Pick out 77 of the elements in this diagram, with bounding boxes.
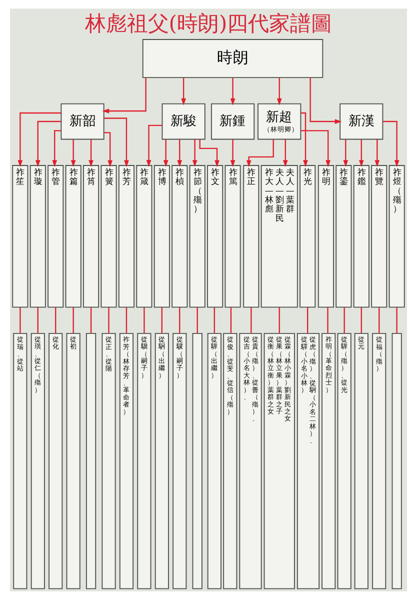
arrow: [146, 124, 162, 167]
arrow: [246, 139, 274, 168]
node-box: 祚篤: [224, 165, 240, 308]
connector: [178, 307, 180, 334]
connector: [230, 307, 232, 334]
node-box: 時朗: [142, 39, 323, 78]
node-box: 祚芳: [118, 165, 134, 308]
connector: [54, 307, 56, 334]
connector: [196, 307, 198, 334]
arrow: [358, 139, 364, 168]
arrow: [230, 78, 235, 106]
node-box: [391, 333, 402, 590]
node-box: 新鍾: [210, 103, 254, 140]
node-box: 祚鎏: [335, 165, 352, 308]
node-box: [85, 333, 96, 590]
arrow: [103, 118, 128, 168]
arrow: [103, 132, 112, 168]
connector: [72, 307, 74, 334]
arrow: [192, 139, 197, 168]
connector: [250, 307, 252, 334]
arrow: [230, 139, 235, 168]
node-box: 祚楨: [171, 165, 188, 308]
connector: [108, 307, 109, 334]
node-box: 祚博: [153, 165, 170, 308]
node-box: 祚煜（殤）: [388, 165, 404, 308]
node-box: 祚光: [299, 165, 316, 308]
node-box: 新駿: [161, 103, 205, 140]
connector: [278, 307, 280, 334]
connector: [306, 307, 308, 334]
arrow: [180, 78, 186, 106]
arrow: [176, 139, 182, 168]
arrow: [17, 112, 61, 168]
node-box: 祚箴: [136, 165, 152, 308]
node-box: 祚明: [317, 165, 334, 308]
connector: [343, 307, 344, 334]
connector: [326, 307, 328, 334]
connector: [360, 307, 362, 334]
arrow: [300, 130, 330, 168]
connector: [213, 307, 214, 334]
connector: [90, 307, 92, 334]
connector: [36, 307, 38, 334]
arrow: [300, 112, 308, 168]
arrow: [88, 139, 93, 168]
node-box: 祚笙: [12, 165, 28, 308]
node-box: 祚文: [206, 165, 223, 308]
connector: [160, 307, 162, 334]
node-box: 祚節（殤）: [188, 165, 205, 308]
node-box: 祚篇: [64, 165, 81, 308]
arrow: [198, 139, 219, 168]
arrow: [282, 139, 288, 168]
arrow: [309, 78, 342, 124]
node-box: 祚大—林彪 夫人—劉新民 夫人—葉群: [260, 165, 298, 308]
node-box: 新韶: [60, 103, 104, 140]
node-box: 祚管: [47, 165, 64, 308]
node-box: 祚簧: [100, 165, 116, 308]
diagram-title: 林彪祖父(時朗)四代家譜圖: [84, 12, 332, 36]
arrow: [34, 120, 60, 168]
arrow: [276, 78, 282, 106]
arrow: [342, 139, 348, 168]
connector: [396, 307, 397, 334]
arrow: [374, 139, 380, 168]
connector: [143, 307, 144, 334]
connector: [378, 307, 380, 334]
arrow: [162, 139, 168, 168]
node-box: 祚覽: [370, 165, 387, 308]
arrow: [382, 120, 399, 168]
node-box: 祚筲: [82, 165, 99, 308]
arrow: [52, 130, 61, 168]
node-box: 祚鑑: [352, 165, 369, 308]
arrow: [70, 139, 76, 168]
node-box: 祚璇: [29, 165, 46, 308]
connector: [19, 307, 20, 334]
arrow: [102, 78, 146, 114]
node-box: 新漢: [339, 103, 383, 140]
connector: [125, 307, 127, 334]
node-box: 祚正: [242, 165, 259, 308]
node-box: [192, 333, 202, 590]
